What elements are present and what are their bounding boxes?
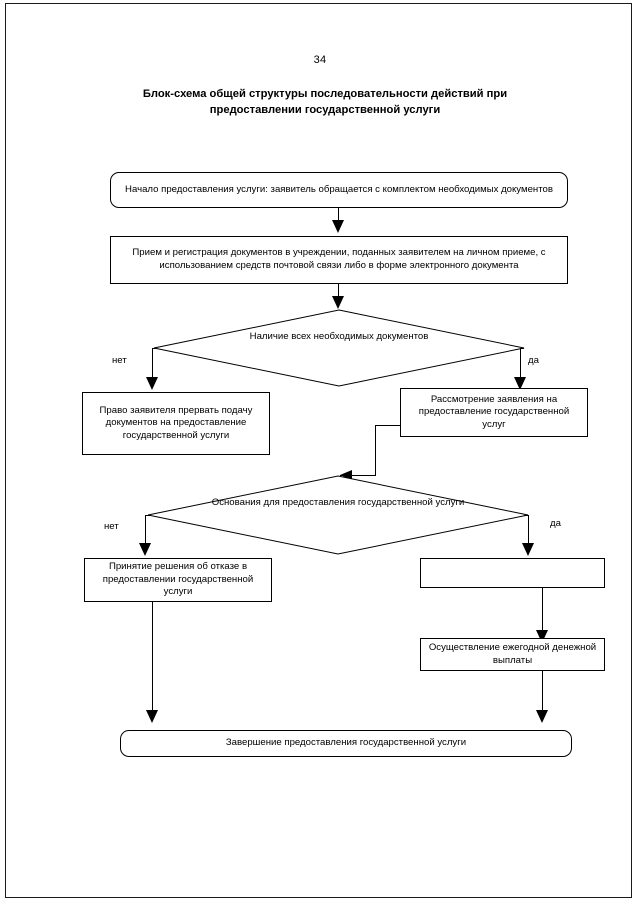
arrowhead-annual-payment-to-end [536, 710, 548, 723]
connector-decision-documents-no-horizontal [152, 348, 156, 349]
node-empty-box [420, 558, 605, 588]
branch-label-documents-no: нет [112, 355, 127, 366]
node-registration: Прием и регистрация документов в учрежде… [110, 236, 568, 284]
node-start-label: Начало предоставления услуги: заявитель … [125, 183, 553, 195]
node-refusal-decision: Принятие решения об отказе в предоставле… [84, 558, 272, 602]
node-decision-grounds-label: Основания для предоставления государстве… [211, 497, 465, 508]
node-annual-payment-label: Осуществление ежегодной денежной выплаты [428, 641, 597, 666]
arrowhead-decision-grounds-no [139, 543, 151, 556]
node-decision-documents: Наличие всех необходимых документов [153, 309, 525, 387]
decision-documents-shape [153, 309, 525, 387]
branch-label-grounds-no: нет [104, 521, 119, 532]
connector-review-elbow-vertical [375, 425, 376, 475]
node-application-review: Рассмотрение заявления на предоставление… [400, 388, 588, 437]
connector-registration-to-decision-documents [338, 284, 339, 302]
connector-decision-documents-no-vertical [152, 348, 153, 382]
node-end-label: Завершение предоставления государственно… [225, 737, 467, 749]
page-number: 34 [313, 54, 327, 66]
node-right-to-interrupt-label: Право заявителя прервать подачу документ… [99, 404, 253, 441]
connector-empty-to-annual-payment [542, 588, 543, 635]
node-application-review-label: Рассмотрение заявления на предоставление… [418, 393, 570, 430]
branch-label-documents-yes: да [528, 355, 539, 366]
node-end: Завершение предоставления государственно… [120, 730, 572, 757]
arrowhead-decision-documents-yes [514, 377, 526, 390]
arrowhead-decision-grounds-yes [522, 543, 534, 556]
node-start: Начало предоставления услуги: заявитель … [110, 172, 568, 208]
arrowhead-review-to-decision-grounds [340, 470, 352, 480]
connector-decision-grounds-no-horizontal [145, 515, 150, 516]
node-decision-grounds: Основания для предоставления государстве… [147, 475, 529, 555]
arrowhead-refusal-to-end [146, 710, 158, 723]
connector-decision-documents-yes-horizontal [520, 348, 524, 349]
connector-review-elbow-bottom [340, 475, 376, 476]
connector-decision-grounds-no-vertical [145, 515, 146, 547]
page-border [5, 3, 632, 898]
node-refusal-decision-label: Принятие решения об отказе в предоставле… [102, 561, 254, 598]
node-registration-label: Прием и регистрация документов в учрежде… [132, 247, 546, 271]
connector-decision-documents-yes-vertical [520, 348, 521, 382]
arrowhead-start-to-registration [332, 220, 344, 233]
connector-refusal-to-end [152, 602, 153, 714]
arrowhead-registration-to-decision-documents [332, 296, 344, 309]
connector-review-elbow-top [375, 425, 401, 426]
page-title: Блок-схема общей структуры последователь… [142, 88, 508, 116]
connector-decision-grounds-yes-horizontal [524, 515, 529, 516]
connector-decision-grounds-yes-vertical [528, 515, 529, 547]
node-annual-payment: Осуществление ежегодной денежной выплаты [420, 638, 605, 671]
arrowhead-decision-documents-no [146, 377, 158, 390]
decision-grounds-shape [147, 475, 529, 555]
node-decision-documents-label: Наличие всех необходимых документов [249, 331, 429, 342]
connector-annual-payment-to-end [542, 671, 543, 716]
node-right-to-interrupt: Право заявителя прервать подачу документ… [82, 392, 270, 455]
connector-start-to-registration [338, 208, 339, 226]
branch-label-grounds-yes: да [550, 518, 561, 529]
